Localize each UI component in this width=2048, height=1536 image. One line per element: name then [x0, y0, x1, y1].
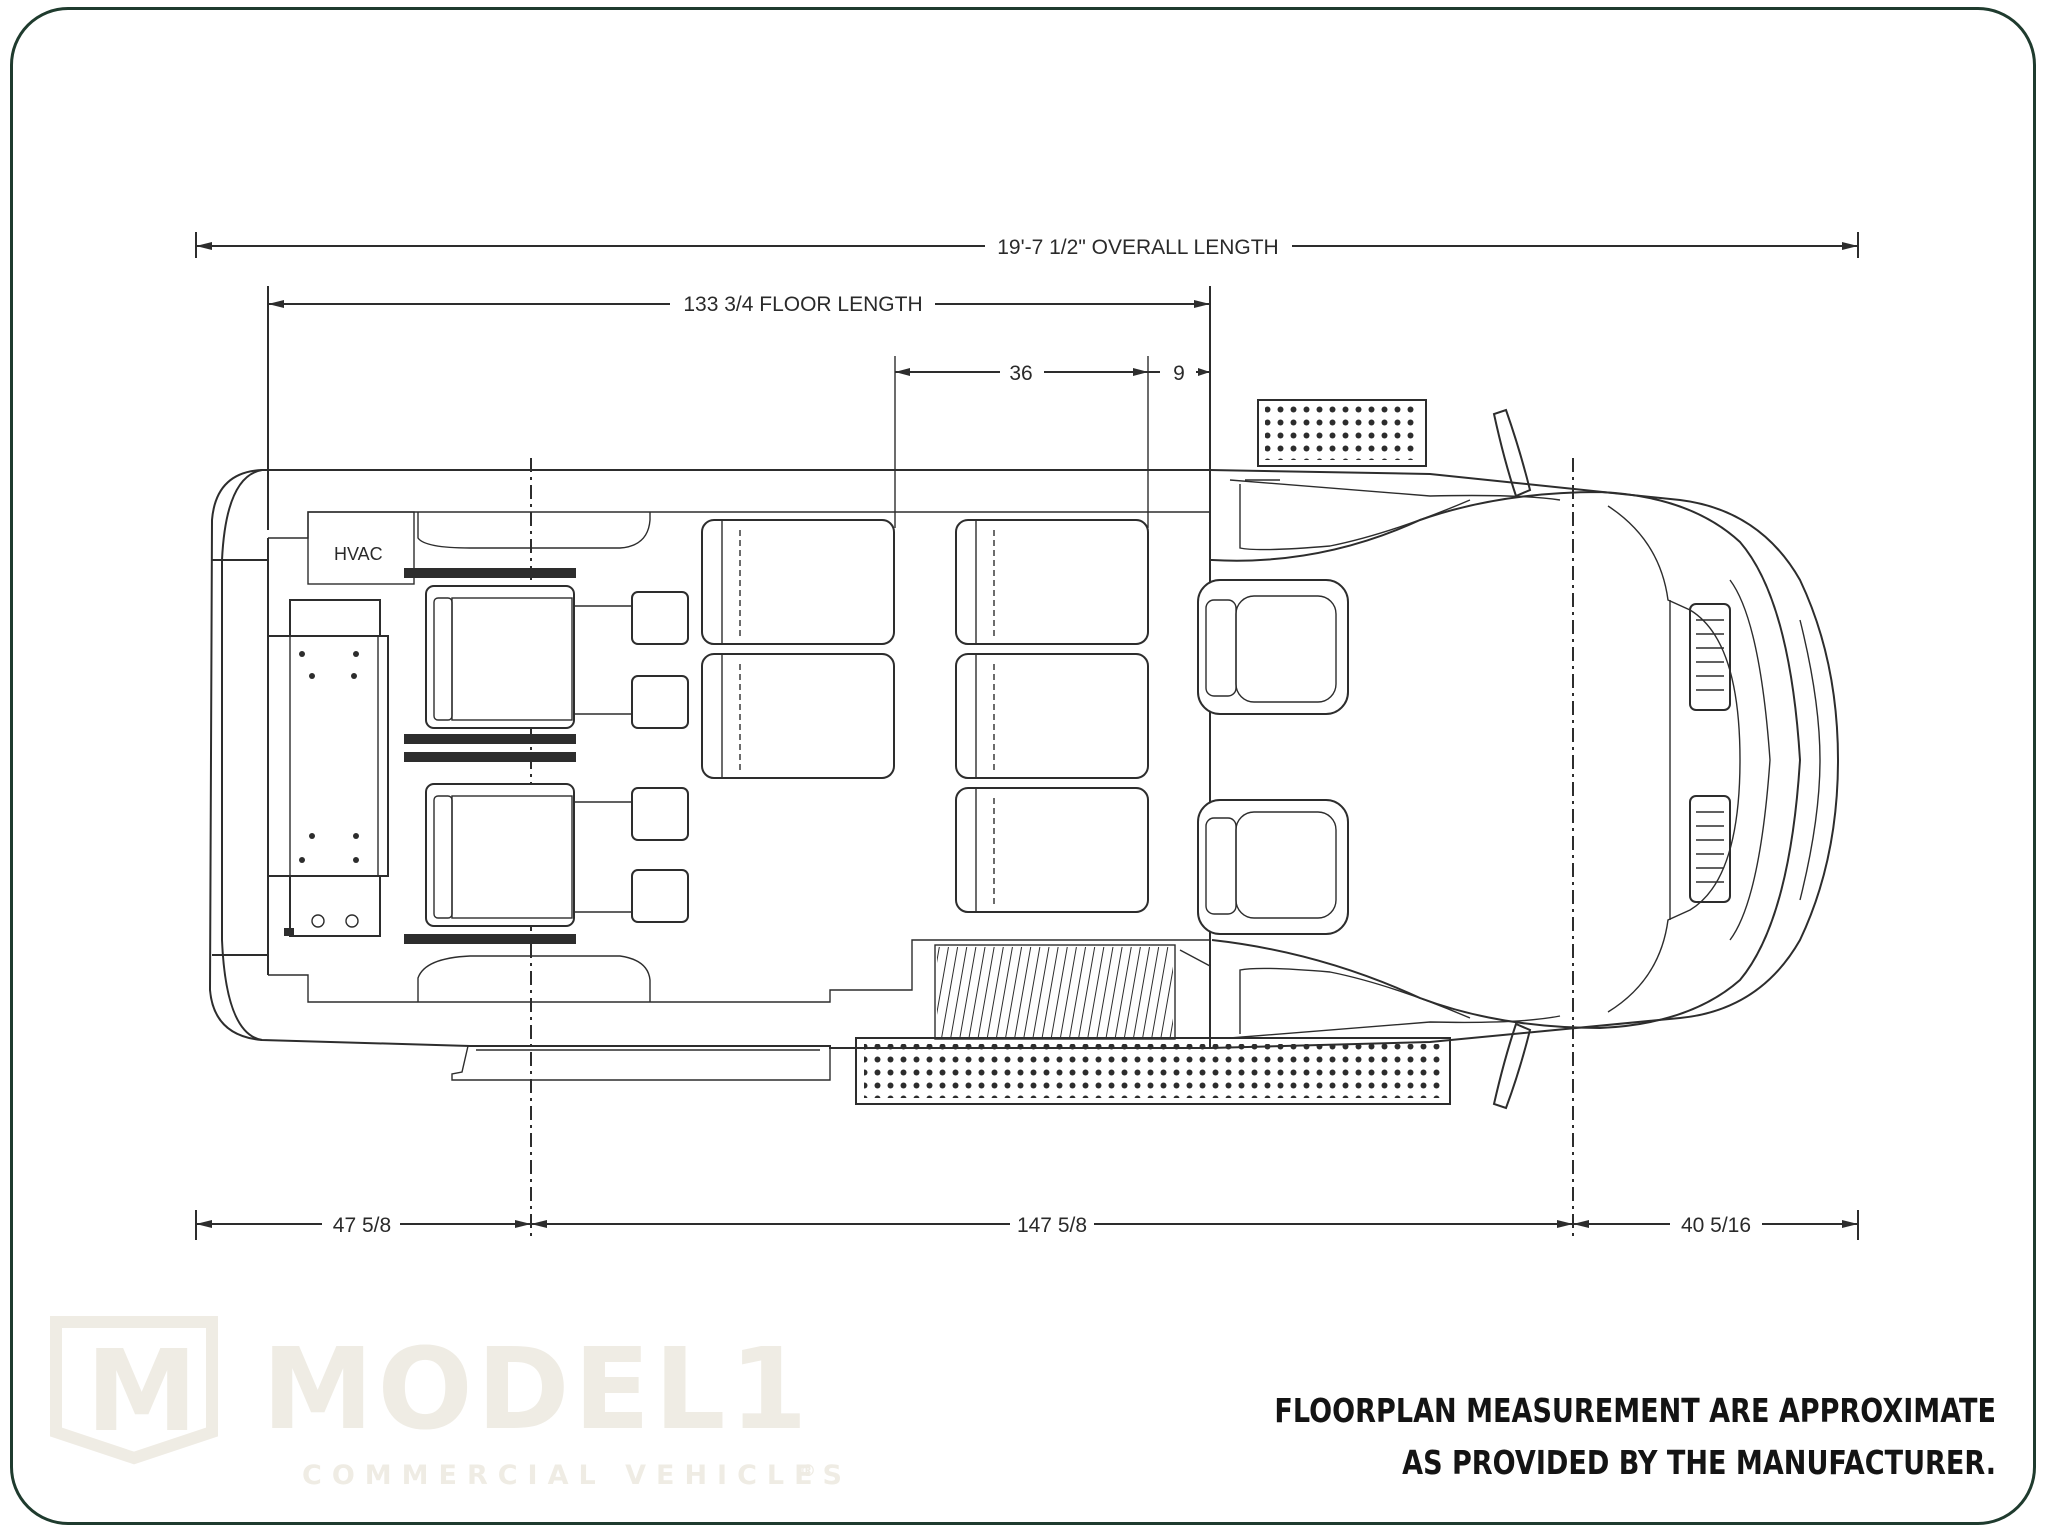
front-running-board	[1257, 399, 1427, 467]
seat-spacing-label: 36	[1009, 362, 1032, 385]
logo-name: MODEL1	[262, 1325, 811, 1455]
rounded-frame	[10, 7, 2036, 1525]
hood-vent-top	[1689, 603, 1731, 711]
rear-seat-lower	[425, 783, 689, 927]
dimension-floor-length: 133 3/4 FLOOR LENGTH	[267, 286, 1211, 530]
dimension-bottom: 47 5/8 147 5/8 40 5/16	[195, 1210, 1859, 1240]
rear-overhang-label: 47 5/8	[333, 1214, 391, 1237]
cab-area	[1179, 408, 1840, 1110]
vehicle-body-outline: HVAC	[208, 469, 1210, 1081]
hvac-label: HVAC	[334, 544, 383, 564]
model1-logo-watermark: M MODEL1 COMMERCIAL VEHICLES ®	[50, 1316, 852, 1491]
floor-length-label: 133 3/4 FLOOR LENGTH	[683, 293, 922, 316]
seat-gap-label: 9	[1173, 362, 1185, 385]
overall-length-label: 19'-7 1/2" OVERALL LENGTH	[997, 236, 1278, 259]
dimension-seat-spacing: 36 9	[894, 356, 1211, 528]
side-running-board	[855, 1037, 1451, 1105]
hood-vent-bottom	[1689, 795, 1731, 903]
logo-registered: ®	[800, 1461, 816, 1480]
side-entry-step	[934, 944, 1176, 1040]
rear-wheelchair-lift	[267, 635, 389, 877]
rear-seat-upper	[425, 585, 689, 729]
disclaimer-note: FLOORPLAN MEASUREMENT ARE APPROXIMATE AS…	[1274, 1385, 1996, 1489]
logo-tagline: COMMERCIAL VEHICLES	[302, 1460, 852, 1491]
dimension-overall-length: 19'-7 1/2" OVERALL LENGTH	[195, 232, 1859, 259]
disclaimer-line-2: AS PROVIDED BY THE MANUFACTURER.	[1402, 1443, 1996, 1482]
wheelbase-label: 147 5/8	[1017, 1214, 1087, 1237]
passenger-seats	[701, 519, 1149, 913]
disclaimer-line-1: FLOORPLAN MEASUREMENT ARE APPROXIMATE	[1274, 1391, 1996, 1430]
logo-mark: M	[86, 1327, 201, 1457]
wheelchair-tracks	[404, 568, 576, 944]
front-overhang-label: 40 5/16	[1681, 1214, 1751, 1237]
